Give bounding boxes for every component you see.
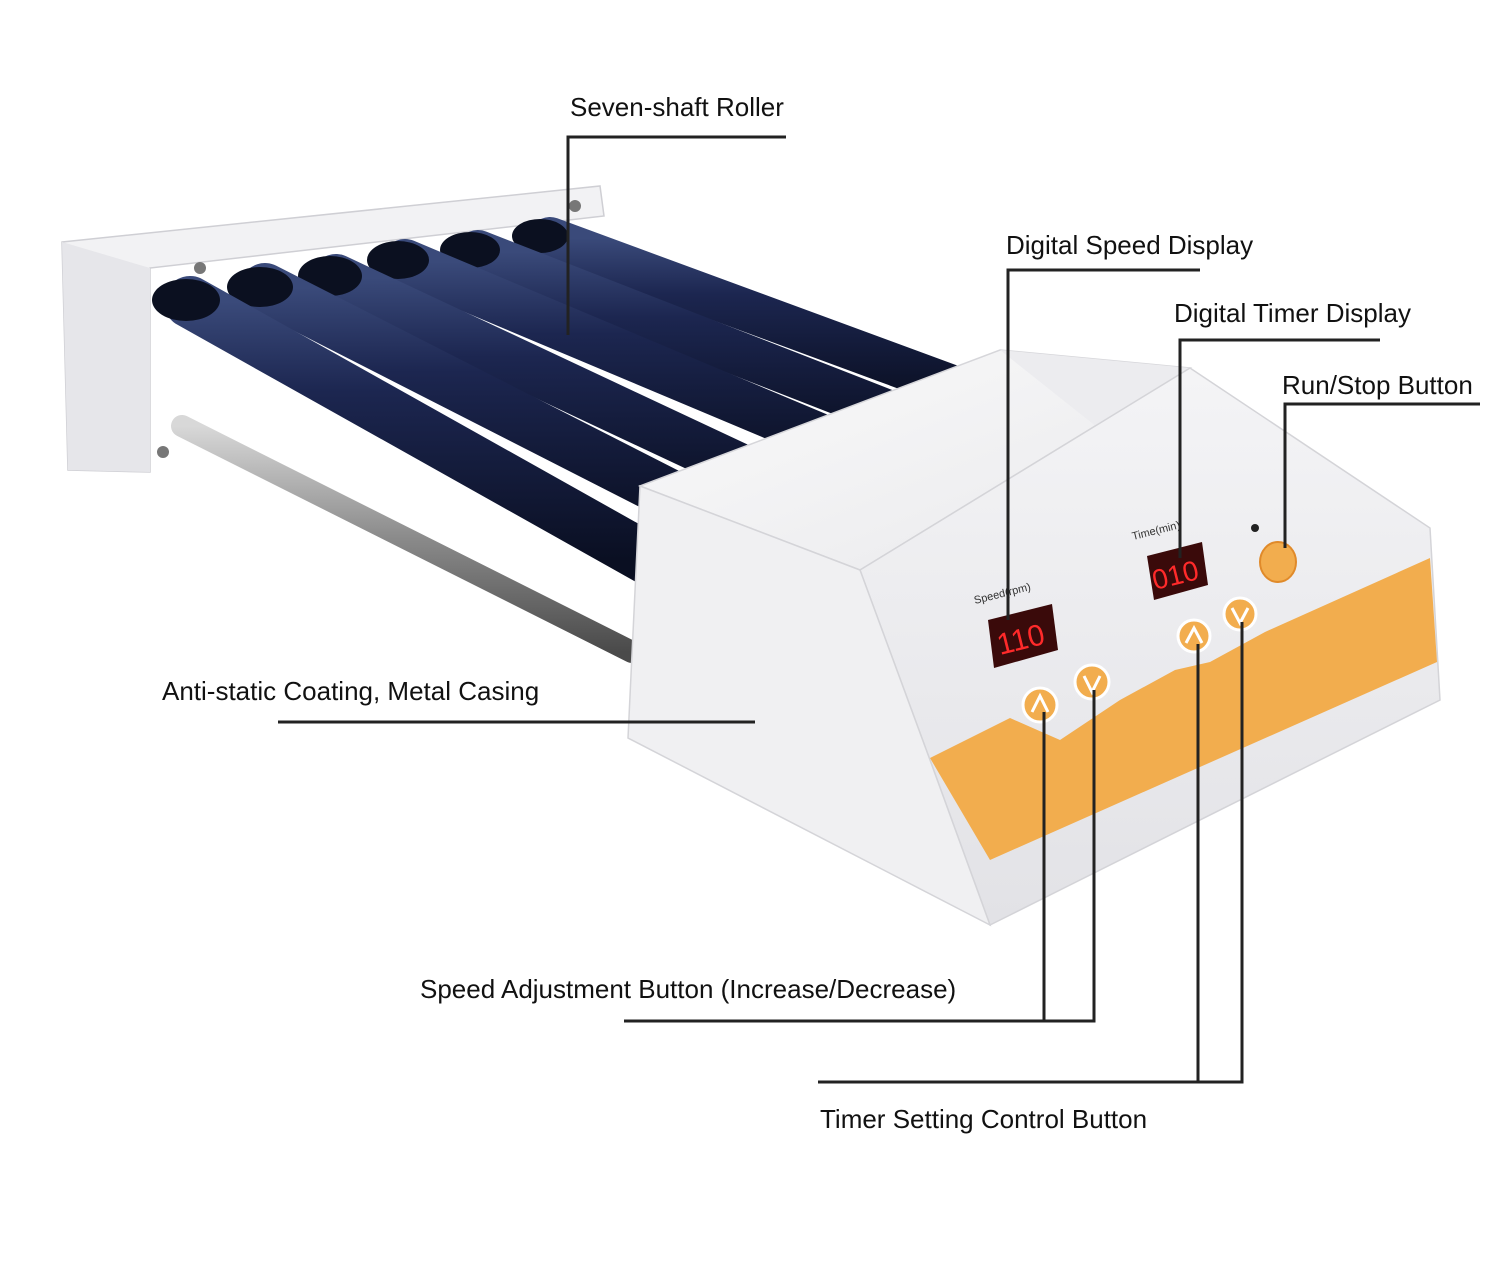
leader-line-timer-decrease: [818, 622, 1244, 1084]
screw-icon: [194, 262, 206, 274]
callout-speed-display: Digital Speed Display: [1006, 230, 1254, 260]
callout-timer-display: Digital Timer Display: [1174, 298, 1411, 328]
speed-increase-button[interactable]: [1021, 686, 1059, 724]
chevron-up-icon: [1030, 692, 1050, 713]
roller-shaft: [152, 276, 676, 586]
callout-speed-buttons: Speed Adjustment Button (Increase/Decrea…: [420, 974, 957, 1004]
timer-decrease-button[interactable]: [1222, 596, 1258, 632]
chevron-up-icon: [1184, 624, 1204, 644]
control-housing: [627, 349, 1441, 927]
screw-icon: [157, 446, 169, 458]
leader-line-roller: [566, 135, 786, 335]
chevron-down-icon: [1082, 675, 1102, 696]
leader-lines: [278, 135, 1480, 1084]
timer-increase-button[interactable]: [1176, 618, 1212, 654]
accent-band: [930, 558, 1437, 860]
roller-shaft: [512, 217, 1011, 421]
back-end-cap: [61, 185, 605, 473]
callout-casing: Anti-static Coating, Metal Casing: [162, 676, 540, 706]
run-stop-button[interactable]: [1251, 524, 1297, 583]
leader-line-run-stop: [1283, 402, 1480, 548]
leader-line-speed-display: [1006, 268, 1200, 620]
leader-line-speed-decrease: [624, 690, 1096, 1023]
roller-shafts: [152, 217, 1011, 586]
support-rod: [171, 415, 643, 663]
digital-timer-display: Time(min) 010: [1131, 519, 1208, 600]
speed-decrease-button[interactable]: [1073, 663, 1111, 701]
callout-timer-buttons: Timer Setting Control Button: [820, 1104, 1148, 1134]
callout-roller: Seven-shaft Roller: [570, 92, 784, 122]
chevron-down-icon: [1230, 607, 1250, 627]
callout-run-stop: Run/Stop Button: [1282, 370, 1473, 400]
screw-icon: [569, 200, 581, 212]
leader-line-timer-display: [1178, 338, 1380, 558]
indicator-light-icon: [1251, 524, 1259, 532]
